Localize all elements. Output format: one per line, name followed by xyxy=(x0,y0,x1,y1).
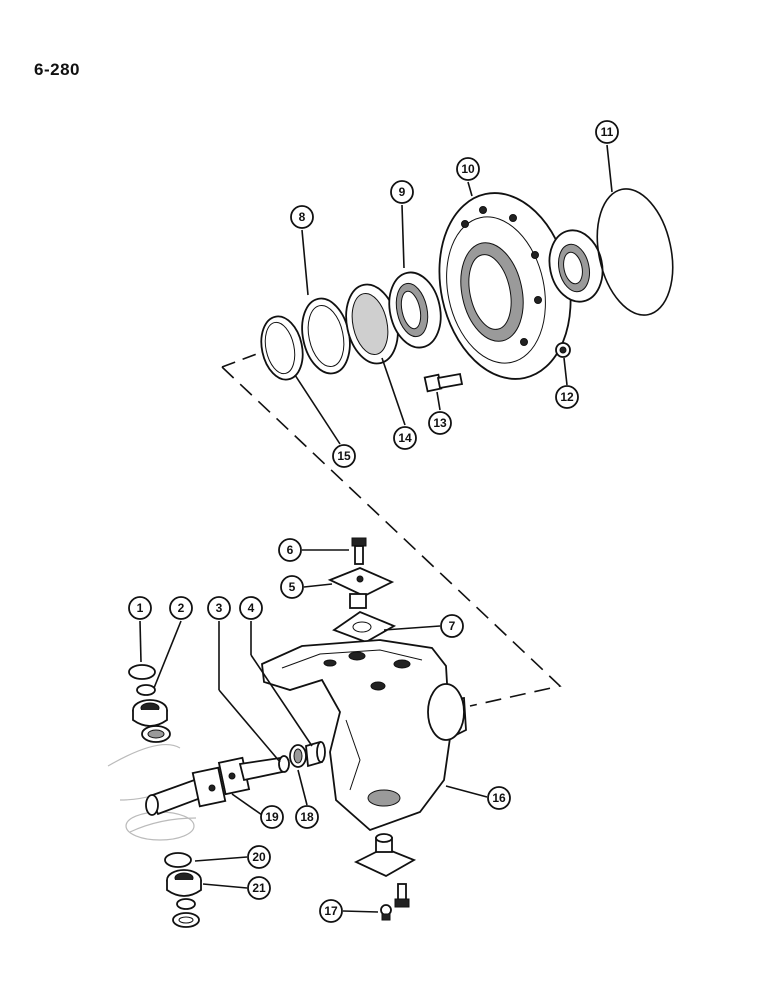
callout-12: 12 xyxy=(555,385,579,409)
king-pin-5 xyxy=(327,567,395,609)
callout-label: 17 xyxy=(324,904,338,918)
callout-label: 15 xyxy=(337,449,351,463)
callout-label: 8 xyxy=(299,210,306,224)
bolt-6 xyxy=(351,537,367,565)
bearing-outer xyxy=(548,229,604,303)
callout-6: 6 xyxy=(278,538,302,562)
washer-lower-left xyxy=(176,898,196,910)
callout-label: 7 xyxy=(449,619,456,633)
callout-label: 4 xyxy=(248,601,255,615)
nut-12 xyxy=(555,342,571,358)
callout-17: 17 xyxy=(319,899,343,923)
bearing-upper-left xyxy=(132,699,168,727)
callout-label: 19 xyxy=(265,810,279,824)
callout-1: 1 xyxy=(128,596,152,620)
bushing-4 xyxy=(305,740,326,768)
callout-label: 1 xyxy=(137,601,144,615)
callout-7: 7 xyxy=(440,614,464,638)
callout-label: 2 xyxy=(178,601,185,615)
bolt-lower xyxy=(394,883,410,908)
wheel-hub-10 xyxy=(438,192,572,380)
callout-5: 5 xyxy=(280,575,304,599)
callout-label: 16 xyxy=(492,791,506,805)
bearing-9 xyxy=(388,271,442,349)
assembly-dash-line xyxy=(221,351,562,707)
lower-king-pin xyxy=(353,833,417,878)
seal-3 xyxy=(278,755,290,773)
ring-lower-left xyxy=(172,912,200,928)
seal-ring-15 xyxy=(260,315,304,381)
cap-20 xyxy=(164,852,192,868)
callout-19: 19 xyxy=(260,805,284,829)
callout-8: 8 xyxy=(290,205,314,229)
shim-7 xyxy=(332,610,397,643)
callout-label: 9 xyxy=(399,185,406,199)
seal-18 xyxy=(289,744,307,768)
callout-20: 20 xyxy=(247,845,271,869)
callout-label: 3 xyxy=(216,601,223,615)
callout-2: 2 xyxy=(169,596,193,620)
cap-1 xyxy=(128,664,156,680)
callout-label: 13 xyxy=(433,416,447,430)
callout-label: 18 xyxy=(300,810,314,824)
bearing-21 xyxy=(166,869,202,897)
o-ring-11 xyxy=(596,188,674,316)
callout-14: 14 xyxy=(393,426,417,450)
callout-13: 13 xyxy=(428,411,452,435)
callout-9: 9 xyxy=(390,180,414,204)
universal-joint-19 xyxy=(145,756,284,816)
grease-fitting-17 xyxy=(380,904,392,921)
callout-3: 3 xyxy=(207,596,231,620)
callout-16: 16 xyxy=(487,786,511,810)
callout-18: 18 xyxy=(295,805,319,829)
callout-label: 20 xyxy=(252,850,266,864)
steering-knuckle-16 xyxy=(261,639,467,832)
page-number: 6-280 xyxy=(34,60,80,79)
callout-label: 12 xyxy=(560,390,574,404)
callout-label: 21 xyxy=(252,881,266,895)
callout-label: 6 xyxy=(287,543,294,557)
callout-10: 10 xyxy=(456,157,480,181)
callout-11: 11 xyxy=(595,120,619,144)
callout-21: 21 xyxy=(247,876,271,900)
callout-label: 14 xyxy=(398,431,412,445)
callout-15: 15 xyxy=(332,444,356,468)
callout-label: 10 xyxy=(461,162,475,176)
leader-lines xyxy=(139,144,613,913)
washer-2 xyxy=(136,684,156,696)
ring-upper-left xyxy=(141,725,171,743)
callout-4: 4 xyxy=(239,596,263,620)
callout-label: 5 xyxy=(289,580,296,594)
bolt-13 xyxy=(423,372,464,393)
callout-label: 11 xyxy=(601,125,614,139)
